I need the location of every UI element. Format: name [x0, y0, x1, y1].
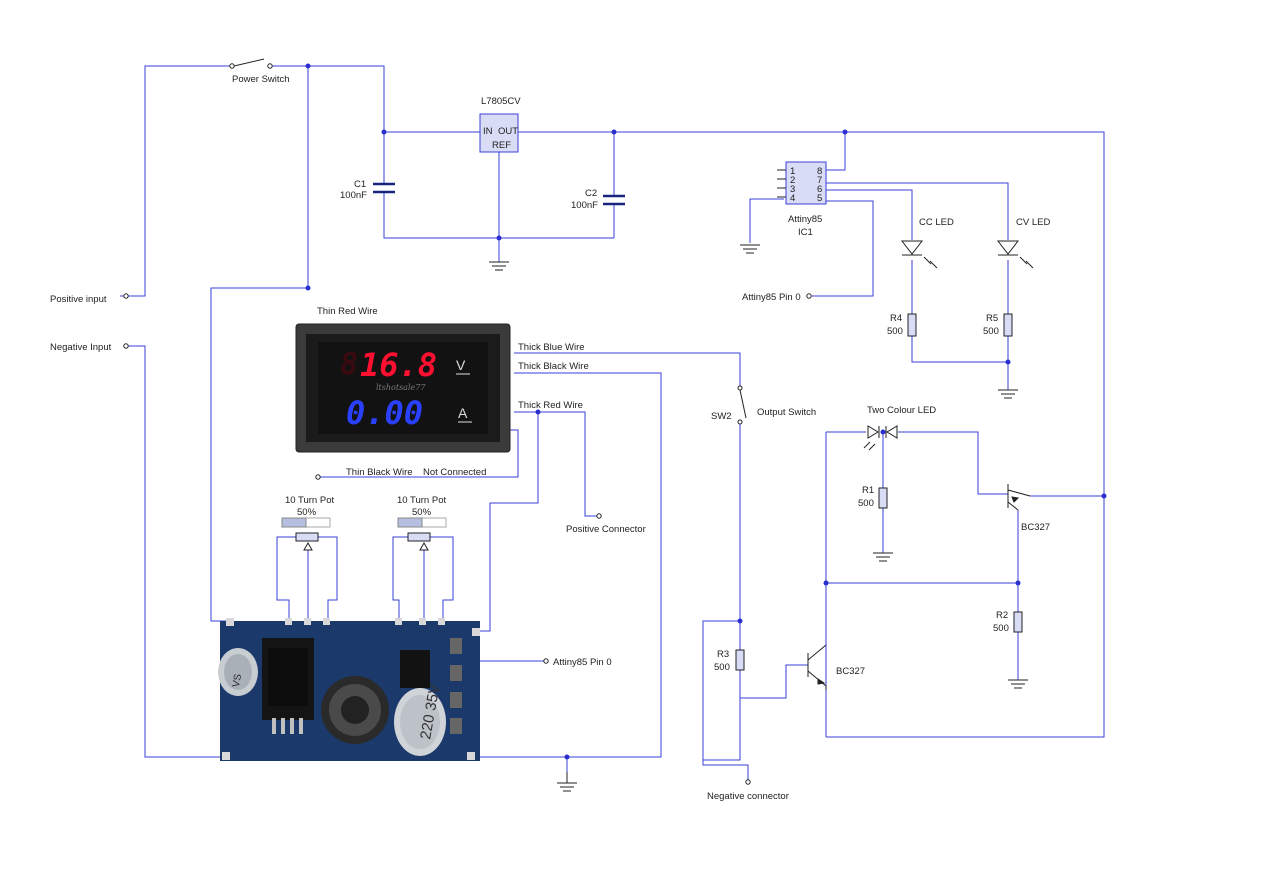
meter-ghost-digit: 8	[340, 347, 358, 382]
pot1-label: 10 Turn Pot	[285, 495, 334, 506]
ground-icon	[873, 552, 893, 562]
r1-value: 500	[858, 498, 874, 509]
attiny-pin0-top-label: Attiny85 Pin 0	[742, 292, 801, 303]
c2-value: 100nF	[571, 200, 598, 211]
buck-converter-module: VS 220 35V	[218, 618, 480, 761]
meter-a-unit: A	[458, 405, 468, 421]
thin-red-wire-label: Thin Red Wire	[317, 306, 378, 317]
r2-value: 500	[993, 623, 1009, 634]
resistor-r4: R4 500	[887, 313, 917, 337]
c2-label: C2	[585, 188, 597, 199]
ic-pin-5: 5	[817, 193, 822, 204]
pot2-label: 10 Turn Pot	[397, 495, 446, 506]
c1-value: 100nF	[340, 190, 367, 201]
sw2-label: SW2	[711, 411, 732, 422]
two-colour-led: Two Colour LED	[863, 405, 936, 451]
meter-v-unit: V	[456, 357, 466, 373]
regulator-label: L7805CV	[481, 96, 521, 107]
positive-input-label: Positive input	[50, 294, 107, 305]
bc327-top-label: BC327	[1021, 522, 1050, 533]
r5-value: 500	[983, 326, 999, 337]
ground-icon	[998, 389, 1018, 399]
ground-icon	[489, 261, 509, 271]
attiny-pin0-bottom-label: Attiny85 Pin 0	[553, 657, 612, 668]
r1-label: R1	[862, 485, 874, 496]
ic-pin-3: 3	[790, 184, 795, 195]
two-colour-led-label: Two Colour LED	[867, 405, 936, 416]
r3-value: 500	[714, 662, 730, 673]
ground-icon	[740, 244, 760, 254]
ic-pin-2: 2	[790, 175, 795, 186]
thick-red-wire-label: Thick Red Wire	[518, 400, 583, 411]
ic-pin-8: 8	[817, 166, 822, 177]
positive-connector-label: Positive Connector	[566, 524, 646, 535]
meter-voltage: 16.8	[360, 346, 437, 384]
power-switch-label: Power Switch	[232, 74, 290, 85]
left-cap-marking: VS	[231, 673, 244, 688]
pot-2: 10 Turn Pot 50%	[397, 495, 447, 551]
r5-label: R5	[986, 313, 998, 324]
regulator: L7805CV IN OUT REF	[479, 96, 521, 153]
capacitor-c2: C2 100nF	[571, 188, 625, 211]
resistor-r5: R5 500	[983, 313, 1013, 337]
thick-blue-wire-label: Thick Blue Wire	[518, 342, 585, 353]
meter-current: 0.00	[346, 394, 423, 432]
volt-amp-meter: 8 16.8 V ltshotsale77 0.00 A	[295, 323, 511, 453]
negative-input-label: Negative Input	[50, 342, 112, 353]
resistor-r1: R1 500	[858, 485, 888, 509]
power-switch: Power Switch	[232, 58, 290, 85]
ic-pin-6: 6	[817, 184, 822, 195]
ground-icon	[1008, 679, 1028, 689]
negative-connector-label: Negative connector	[707, 791, 789, 802]
terminals	[123, 63, 812, 785]
transistor-top: BC327	[1007, 484, 1050, 533]
attiny85-ic: 1 2 3 4 8 7 6 5 Attiny85 IC1	[777, 161, 827, 238]
regulator-out: OUT	[498, 126, 518, 137]
transistor-bottom: BC327	[807, 644, 865, 690]
bc327-bottom-label: BC327	[836, 666, 865, 677]
meter-watermark: ltshotsale77	[376, 383, 426, 392]
output-switch-label: Output Switch	[757, 407, 816, 418]
ic-pin-7: 7	[817, 175, 822, 186]
cc-led: CC LED	[900, 217, 954, 269]
r2-label: R2	[996, 610, 1008, 621]
ground-symbols	[489, 244, 1028, 792]
capacitor-c1: C1 100nF	[340, 179, 395, 201]
resistor-r2: R2 500	[993, 610, 1023, 634]
not-connected-label: Not Connected	[423, 467, 486, 478]
cc-led-label: CC LED	[919, 217, 954, 228]
thin-black-wire-label: Thin Black Wire	[346, 467, 413, 478]
output-switch: SW2 Output Switch	[711, 385, 816, 425]
ic-ref: IC1	[798, 227, 813, 238]
pot2-percent: 50%	[412, 507, 432, 518]
ic-pin-1: 1	[790, 166, 795, 177]
ic-pin-4: 4	[790, 193, 795, 204]
regulator-ref: REF	[492, 140, 511, 151]
pot1-percent: 50%	[297, 507, 317, 518]
r3-label: R3	[717, 649, 729, 660]
thick-black-wire-label: Thick Black Wire	[518, 361, 589, 372]
r4-value: 500	[887, 326, 903, 337]
pot-1: 10 Turn Pot 50%	[281, 495, 334, 551]
regulator-in: IN	[483, 126, 493, 137]
ic-name: Attiny85	[788, 214, 822, 225]
r4-label: R4	[890, 313, 902, 324]
cv-led-label: CV LED	[1016, 217, 1050, 228]
c1-label: C1	[354, 179, 366, 190]
cv-led: CV LED	[996, 217, 1050, 269]
junctions	[305, 63, 1107, 760]
ground-icon	[557, 782, 577, 792]
resistor-r3: R3 500	[714, 649, 745, 673]
